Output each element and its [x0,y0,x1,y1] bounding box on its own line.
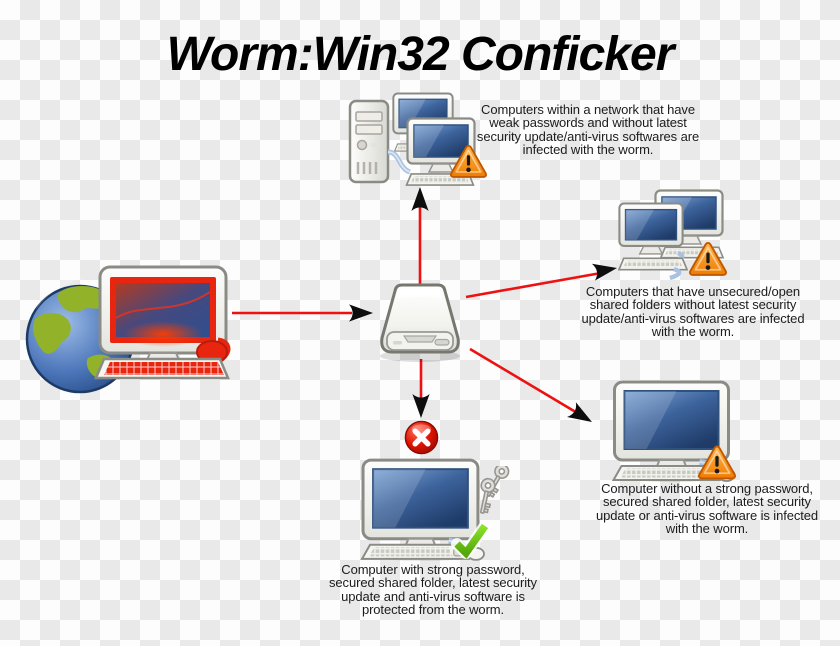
infected-keyboard-icon [94,357,230,380]
error-x-icon [405,421,437,453]
caption-bottom-right: Computer without a strong password, secu… [595,481,819,537]
arrow-drive-to-weak [469,347,580,416]
keys-icon [476,466,511,514]
arrowhead-down-icon [412,394,430,418]
infected-internet-computer [22,262,232,398]
arrowhead-right-icon [349,304,373,322]
infected-monitor-icon [98,265,228,368]
network-computers [346,92,488,186]
caption-right: Computers that have unsecured/open share… [581,284,805,340]
page-title: Worm:Win32 Conficker [166,28,675,81]
green-check-icon [457,526,485,553]
unsecured-shared-computers [618,189,730,282]
arrowhead-up-icon [411,187,429,211]
server-tower-icon [348,99,390,184]
blocked-badge [403,419,440,456]
globe-infected-computer-icon [25,265,231,394]
keys-badge [473,466,511,520]
arrowhead-upper-right-icon [591,263,617,281]
check-badge [451,522,491,560]
monitor-icon [618,202,684,255]
caption-top: Computers within a network that have wea… [476,102,700,158]
two-computers-icon [618,189,724,281]
arrowhead-lower-right-icon [566,402,592,422]
removable-drive [374,282,466,364]
warning-badge [689,240,727,277]
removable-drive-icon [380,283,460,362]
caption-bottom: Computer with strong password, secured s… [329,562,537,618]
warning-badge [698,444,736,480]
warning-triangle-icon [699,446,735,478]
warning-triangle-icon [690,243,726,275]
network-computers-icon [348,92,476,186]
